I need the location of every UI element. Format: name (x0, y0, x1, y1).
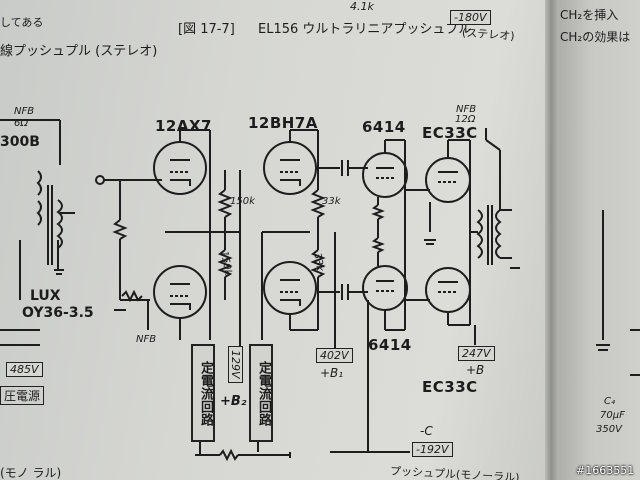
tube-label-12bh7a: 12BH7A (248, 114, 318, 132)
left-subtitle: 線プッシュプル (ステレオ) (0, 44, 158, 59)
voltage-b1: 402V (316, 348, 353, 363)
tube-label-6414-top: 6414 (362, 118, 406, 136)
right-page (559, 0, 640, 480)
left-voltage: 485V (6, 362, 43, 377)
left-bottom-text: (モノ ラル) (0, 466, 62, 480)
nfb-top-value: 12Ω (455, 114, 476, 125)
constant-current-circuit-1: 定電流回路 (191, 344, 215, 442)
left-top-note: してある (0, 16, 44, 29)
left-tube-300b: 300B (0, 134, 40, 150)
resistor-label-r3: 33k (322, 196, 341, 207)
right-cap-label: C₄ (604, 396, 615, 407)
tube-label-ec33c-bottom: EC33C (422, 378, 478, 396)
resistor-label-r1: 150k (230, 196, 255, 207)
left-nfb-label: NFB (14, 106, 35, 117)
label-b2: +B₂ (220, 394, 247, 409)
voltage-c: -192V (412, 442, 453, 457)
transformer-brand: LUX (30, 288, 61, 304)
top-voltage-fragment: -180V (450, 10, 491, 25)
nfb-left-label: NFB (136, 334, 157, 345)
voltage-b: 247V (458, 346, 495, 361)
right-page-line-1: CH₂を挿入 (560, 8, 619, 22)
left-power-text: 圧電源 (0, 386, 45, 405)
right-cap-voltage: 350V (596, 424, 622, 435)
right-page-line-2: CH₂の効果は (560, 30, 631, 44)
voltage-b2: 129V (228, 346, 243, 383)
tube-label-ec33c-top: EC33C (422, 124, 478, 142)
right-cap-value: 70μF (600, 410, 625, 421)
figure-label: [図 17-7] (178, 22, 235, 37)
label-b: +B (466, 363, 485, 377)
photo-id-watermark: #1663551 (576, 464, 635, 477)
label-c: -C (420, 424, 433, 438)
left-nfb-value: 6Ω (14, 118, 29, 129)
nfb-top-label: NFB (456, 104, 477, 115)
tube-label-12ax7: 12AX7 (155, 117, 212, 135)
constant-current-circuit-2: 定電流回路 (249, 344, 273, 442)
book-spine (545, 0, 559, 480)
label-b1: +B₁ (320, 366, 344, 380)
transformer-model: OY36-3.5 (22, 305, 94, 321)
tube-label-6414-bottom: 6414 (368, 336, 412, 354)
figure-title: EL156 ウルトラリニアプッシュプル (258, 22, 472, 37)
top-resistor-fragment: 4.1k (350, 0, 374, 13)
